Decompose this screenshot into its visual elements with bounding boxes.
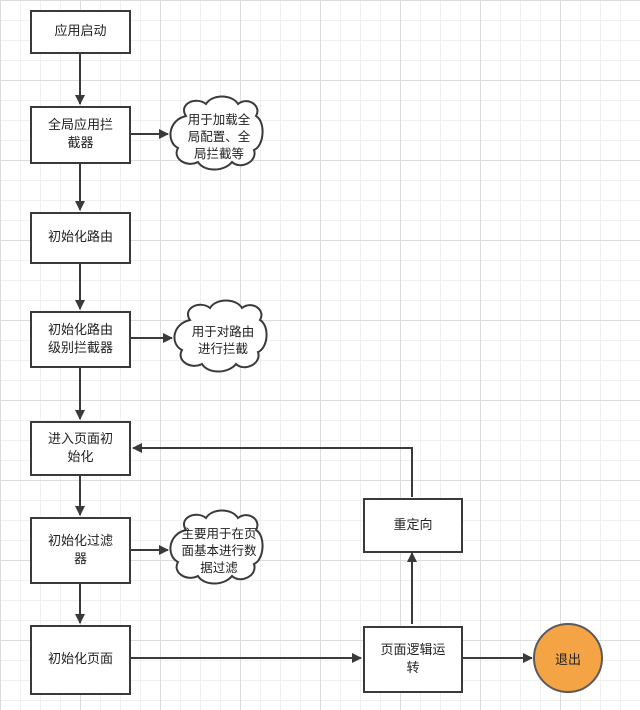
note-filter: 主要用于在页面基本进行数据过滤 xyxy=(174,522,264,578)
node-exit: 退出 xyxy=(534,624,602,692)
node-redirect-label: 重定向 xyxy=(393,517,433,533)
node-enter-page-init-label: 进入页面初始化 xyxy=(47,431,113,465)
arrow-redirect-to-enter-page xyxy=(132,443,413,497)
node-enter-page-init: 进入页面初始化 xyxy=(30,421,131,476)
node-init-filter: 初始化过滤器 xyxy=(30,517,131,584)
node-page-logic-label: 页面逻辑运转 xyxy=(380,642,446,676)
node-init-page: 初始化页面 xyxy=(30,625,131,695)
node-exit-label: 退出 xyxy=(554,652,581,668)
cloud-shape-global-note xyxy=(169,95,264,171)
note-global-interceptor-label: 用于加载全局配置、全局拦截等 xyxy=(187,111,251,161)
node-init-filter-label: 初始化过滤器 xyxy=(47,533,113,567)
node-global-interceptor: 全局应用拦截器 xyxy=(30,106,131,164)
node-init-route-interceptor: 初始化路由级别拦截器 xyxy=(30,311,131,368)
note-filter-label: 主要用于在页面基本进行数据过滤 xyxy=(181,525,257,575)
node-app-start: 应用启动 xyxy=(30,10,131,54)
cloud-shape-filter-note xyxy=(169,509,264,585)
node-init-router: 初始化路由 xyxy=(30,212,131,264)
node-redirect: 重定向 xyxy=(363,498,463,553)
node-init-router-label: 初始化路由 xyxy=(47,230,113,245)
node-app-start-label: 应用启动 xyxy=(54,24,107,39)
exit-circle xyxy=(533,623,603,693)
node-global-interceptor-label: 全局应用拦截器 xyxy=(47,118,113,151)
note-global-interceptor: 用于加载全局配置、全局拦截等 xyxy=(176,108,262,164)
node-init-page-label: 初始化页面 xyxy=(47,652,113,667)
note-route-interceptor-label: 用于对路由进行拦截 xyxy=(191,324,255,356)
cloud-shape-route-note xyxy=(173,299,268,373)
node-init-route-interceptor-label: 初始化路由级别拦截器 xyxy=(47,322,113,356)
note-route-interceptor: 用于对路由进行拦截 xyxy=(182,314,264,366)
node-page-logic: 页面逻辑运转 xyxy=(363,626,463,693)
